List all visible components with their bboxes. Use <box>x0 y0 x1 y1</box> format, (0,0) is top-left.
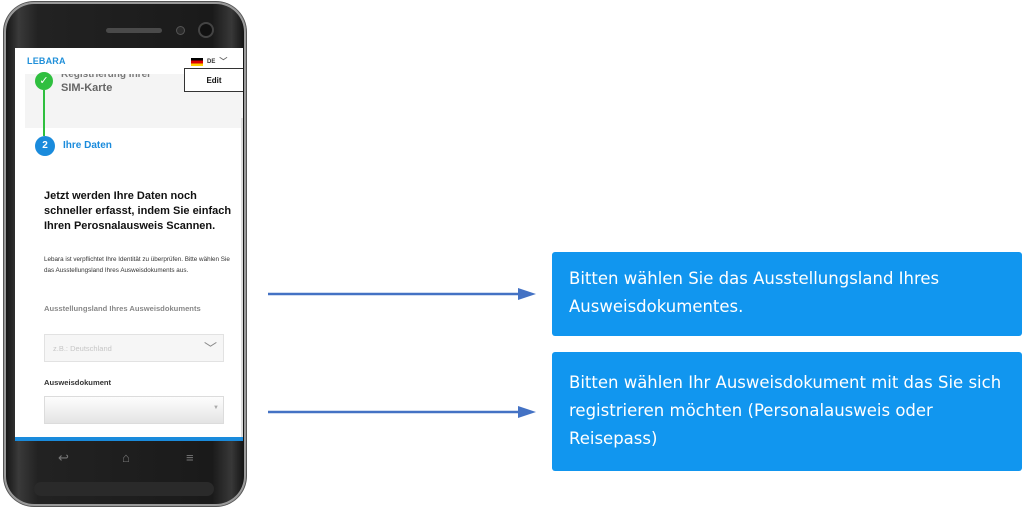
language-selector-overlay: DE ﹀ <box>191 56 227 67</box>
step-1-title: SIM-Karte <box>61 82 113 94</box>
form-description: Lebara ist verpflichtet Ihre Identität z… <box>44 256 230 274</box>
country-select[interactable]: z.B.: Deutschland ﹀ <box>44 334 224 362</box>
document-label: Ausweisdokument <box>44 378 112 387</box>
step-1-title-partial: Registrierung Ihrer <box>61 69 152 80</box>
form-heading: Jetzt werden Ihre Daten noch schneller e… <box>44 190 232 232</box>
document-callout: Bitten wählen Ihr Ausweisdokument mit da… <box>552 352 1022 471</box>
checkmark-icon: ✓ <box>35 72 53 90</box>
country-callout: Bitten wählen Sie das Ausstellungsland I… <box>552 252 1022 336</box>
speaker-grille <box>106 28 162 33</box>
step-2-number: 2 <box>35 136 55 156</box>
chevron-down-icon: ﹀ <box>219 57 228 66</box>
arrow-to-country-callout <box>268 288 536 300</box>
phone-top-bezel <box>14 8 236 44</box>
step-connector-line <box>43 90 45 136</box>
chevron-down-icon: ▼ <box>213 405 219 411</box>
country-label: Ausstellungsland Ihres Ausweisdokuments <box>44 304 201 313</box>
germany-flag-icon <box>191 57 203 66</box>
home-icon[interactable]: ⌂ <box>122 450 130 465</box>
lebara-logo-overlay: LEBARA <box>27 56 66 66</box>
document-select[interactable]: ▼ <box>44 396 224 424</box>
arrow-to-document-callout <box>268 406 536 418</box>
edit-button[interactable]: Edit <box>184 68 243 92</box>
back-icon[interactable]: ↩ <box>58 450 69 465</box>
front-camera <box>200 24 212 36</box>
proximity-sensor <box>177 27 184 34</box>
language-code-overlay: DE <box>207 58 216 65</box>
chevron-down-icon: ﹀ <box>203 341 217 356</box>
country-placeholder: z.B.: Deutschland <box>53 344 112 353</box>
scroll-track[interactable] <box>241 118 243 441</box>
phone-mockup: LEBARA DE ﹀ Registrierung Ihrer LEBARA D… <box>4 0 248 510</box>
phone-chin <box>34 482 214 496</box>
android-nav-bar: ↩ ⌂ ≡ <box>18 442 232 476</box>
step-2-title: Ihre Daten <box>63 140 112 151</box>
phone-screen: LEBARA DE ﹀ Registrierung Ihrer LEBARA D… <box>15 48 243 441</box>
bottom-accent-bar <box>15 437 243 441</box>
menu-icon[interactable]: ≡ <box>186 450 194 465</box>
